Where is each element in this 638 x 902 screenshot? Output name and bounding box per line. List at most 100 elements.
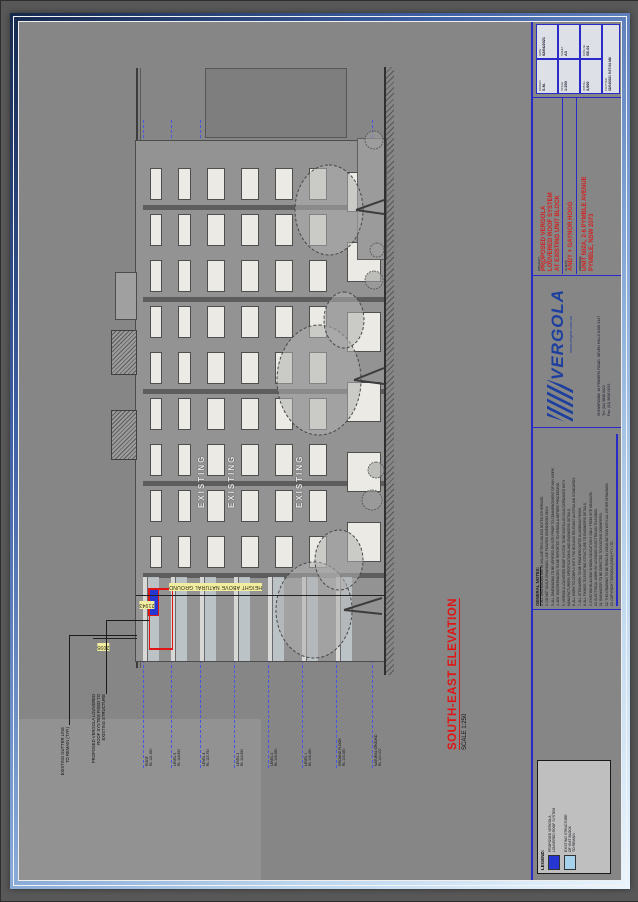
drawing-title: SOUTH-EAST ELEVATION [447, 597, 460, 750]
facade-window [207, 214, 225, 246]
height-dim-label: HEIGHT ABOVE NATURAL GROUND [169, 583, 263, 591]
facade-window [178, 536, 191, 568]
notes-underline [616, 434, 618, 606]
vergola-logo-block: VERGOLA www.vergola.com.au SHOWROOM: 16 … [535, 260, 619, 425]
width-dim-line [93, 638, 137, 639]
facade-window [150, 444, 162, 476]
field-value: 4,000 [586, 81, 590, 91]
roof-plant-box [111, 330, 137, 375]
facade-window [150, 352, 162, 384]
facade-window [178, 352, 191, 384]
facade-window [207, 490, 225, 522]
vergola-stripes-icon [547, 379, 573, 425]
field-value: SE-01 [586, 45, 590, 56]
facade-window [207, 398, 225, 430]
height-dim-line [136, 595, 385, 596]
legend-text-line: LOUVERED ROOF SYSTEM [552, 807, 556, 852]
field-value: 02/04/2021 [542, 36, 546, 56]
level-rl: RL 115.750 [206, 748, 211, 766]
address-line: UNIT 502A, 2-6 PYMBLE AVENUE [582, 176, 589, 271]
vergola-logo: VERGOLA www.vergola.com.au [547, 288, 573, 425]
leader-line [106, 620, 149, 621]
drawing-title-group: SOUTH-EAST ELEVATION SCALE 1:250 [447, 597, 468, 750]
existing-watermark: EXISTING [227, 454, 236, 508]
note-line: 13. COPYRIGHT VERGOLA (NSW) PTY LTD. [610, 540, 615, 606]
existing-watermark: EXISTING [295, 454, 304, 508]
level-rl: RL 121.950 [149, 748, 154, 766]
facade-window [178, 444, 191, 476]
facade-window [207, 536, 225, 568]
titleblock-field-cell: DWG No.SE-01 [580, 24, 602, 59]
field-value: 1:250 [564, 81, 568, 91]
level-rl: RL 112.650 [240, 748, 245, 766]
address-line: PYMBLE, NSW 2073 [588, 213, 595, 271]
width-dim-value: 2095 [97, 643, 110, 651]
facade-window [207, 306, 225, 338]
existing-watermark: EXISTING [197, 454, 206, 508]
facade-window [150, 536, 162, 568]
facade-window [178, 168, 191, 200]
general-notes-panel: GENERAL NOTES: 1. ALL DIMENSIONS ARE IN … [535, 430, 619, 606]
facade-window [207, 352, 225, 384]
project-line: LOUVERED ROOF SYSTEM [547, 192, 554, 271]
leader-line [69, 635, 70, 725]
facade-window [207, 168, 225, 200]
level-rl: RL 106.450 [308, 748, 313, 766]
facade-window [207, 260, 225, 292]
vergola-address-line: Fax: (02) 9838 0033 [607, 383, 611, 416]
titleblock-field-cell: JOB No.4,000 [580, 59, 602, 94]
field-value: S.M. [542, 83, 546, 91]
height-dim-value: 21943 [139, 601, 155, 609]
tree-sketch [275, 130, 385, 659]
strip-divider [533, 275, 621, 276]
facade-window [178, 260, 191, 292]
leader-line [69, 635, 137, 636]
legend-swatch [564, 855, 576, 870]
facade-window [178, 214, 191, 246]
level-rl: RL 103.350 [342, 748, 347, 766]
drawing-scale: SCALE 1:250 [462, 713, 468, 750]
vergola-web: www.vergola.com.au [567, 316, 573, 353]
leader-line [106, 620, 107, 694]
client-row: CLIENT:ANDY + GAYNOR HOGG [563, 98, 578, 274]
plotted-value: 02/04/2021 9:07:54 AM [608, 57, 612, 91]
facade-window [150, 260, 162, 292]
legend-title: LEGEND: [540, 849, 545, 870]
facade-window [150, 168, 162, 200]
vergola-logotype: VERGOLA [547, 288, 567, 380]
vergola-post [149, 648, 173, 650]
callout-line: TO REMAIN (TYP.) [65, 727, 71, 763]
facade-window [150, 490, 162, 522]
ground-hatch [386, 67, 394, 675]
facade-window [150, 306, 162, 338]
level-rl: RL 118.850 [177, 748, 182, 766]
legend-text-line: TO REMAIN [572, 833, 576, 852]
facade-window [178, 398, 191, 430]
facade-window [178, 306, 191, 338]
facade-light-overlay [19, 719, 261, 880]
strip-divider [533, 427, 621, 428]
